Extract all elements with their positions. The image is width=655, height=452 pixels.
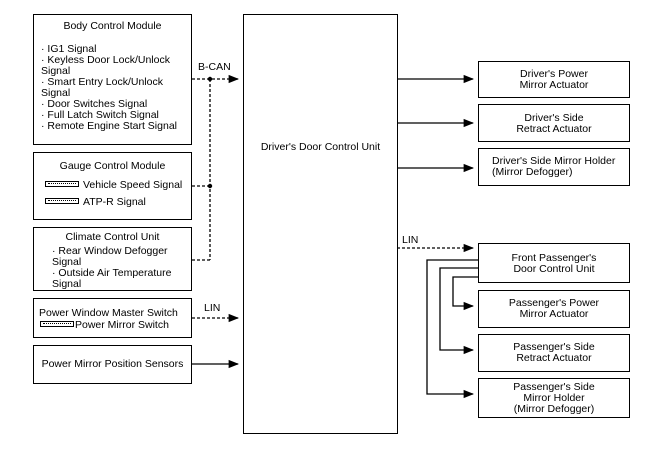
output-label: Mirror Holder [523, 392, 585, 404]
gauge-title: Gauge Control Module [59, 160, 166, 172]
output-label: (Mirror Defogger) [492, 166, 573, 178]
climate-control-unit-box: Climate Control Unit · Rear Window Defog… [33, 227, 192, 291]
connector-icon [45, 198, 79, 205]
pwms-title: Power Window Master Switch [39, 307, 178, 319]
power-window-master-switch-box: Power Window Master Switch Power Mirror … [33, 298, 192, 338]
drivers-door-control-unit-box: Driver's Door Control Unit [243, 14, 398, 434]
output-label: Mirror Actuator [519, 79, 589, 91]
climate-signal: · Rear Window Defogger [52, 245, 168, 257]
bcm-signal: · Keyless Door Lock/Unlock [41, 54, 170, 66]
output-label: Retract Actuator [516, 352, 592, 364]
gauge-signal-row: Vehicle Speed Signal [45, 180, 182, 191]
output-label: (Mirror Defogger) [513, 403, 595, 415]
pwms-signal-row: Power Mirror Switch [40, 320, 169, 331]
drivers-power-mirror-actuator-box: Driver's Power Mirror Actuator [478, 61, 630, 98]
output-label: Retract Actuator [516, 123, 592, 135]
connector-icon [45, 181, 79, 188]
output-label: Passenger's Side [513, 341, 595, 353]
bcan-label: B-CAN [198, 61, 231, 73]
gauge-signal: ATP-R Signal [83, 196, 146, 208]
bcm-signal: · Door Switches Signal [41, 98, 148, 110]
bcm-title: Body Control Module [63, 20, 162, 32]
output-label: Driver's Side [524, 112, 584, 124]
front-passenger-door-control-unit-box: Front Passenger's Door Control Unit [478, 243, 630, 283]
passengers-side-mirror-holder-box: Passenger's Side Mirror Holder (Mirror D… [478, 378, 630, 418]
drivers-side-retract-actuator-box: Driver's Side Retract Actuator [478, 104, 630, 142]
bcm-signal: · IG1 Signal [41, 43, 97, 55]
gauge-signal-row: ATP-R Signal [45, 197, 146, 208]
gauge-signal: Vehicle Speed Signal [83, 179, 183, 191]
lin-label-switch: LIN [204, 302, 221, 314]
climate-title: Climate Control Unit [65, 231, 160, 243]
climate-signal: Signal [52, 278, 82, 290]
bcm-signal: Signal [41, 65, 71, 77]
output-label: Driver's Side Mirror Holder [492, 155, 616, 167]
bcm-signal: · Full Latch Switch Signal [41, 109, 159, 121]
power-mirror-position-sensors-box: Power Mirror Position Sensors [33, 345, 192, 384]
output-label: Front Passenger's [511, 252, 597, 264]
output-label: Driver's Power [520, 68, 588, 80]
pwms-signal: Power Mirror Switch [75, 319, 169, 331]
body-control-module-box: Body Control Module · IG1 Signal · Keyle… [33, 14, 192, 145]
bcm-signal: · Remote Engine Start Signal [41, 120, 177, 132]
bcm-signal: · Smart Entry Lock/Unlock [41, 76, 163, 88]
bcm-signal: Signal [41, 87, 71, 99]
pmps-title: Power Mirror Position Sensors [41, 358, 184, 370]
climate-signal: · Outside Air Temperature [52, 267, 172, 279]
output-label: Passenger's Side [513, 381, 595, 393]
drivers-side-mirror-holder-box: Driver's Side Mirror Holder (Mirror Defo… [478, 148, 630, 186]
ddcu-title: Driver's Door Control Unit [260, 141, 381, 153]
output-label: Mirror Actuator [519, 308, 589, 320]
lin-label-passenger: LIN [402, 234, 419, 246]
output-label: Door Control Unit [513, 263, 595, 275]
passengers-side-retract-actuator-box: Passenger's Side Retract Actuator [478, 334, 630, 372]
connector-icon [40, 321, 74, 328]
gauge-control-module-box: Gauge Control Module Vehicle Speed Signa… [33, 152, 192, 220]
passengers-power-mirror-actuator-box: Passenger's Power Mirror Actuator [478, 290, 630, 328]
climate-signal: Signal [52, 256, 82, 268]
output-label: Passenger's Power [508, 297, 600, 309]
